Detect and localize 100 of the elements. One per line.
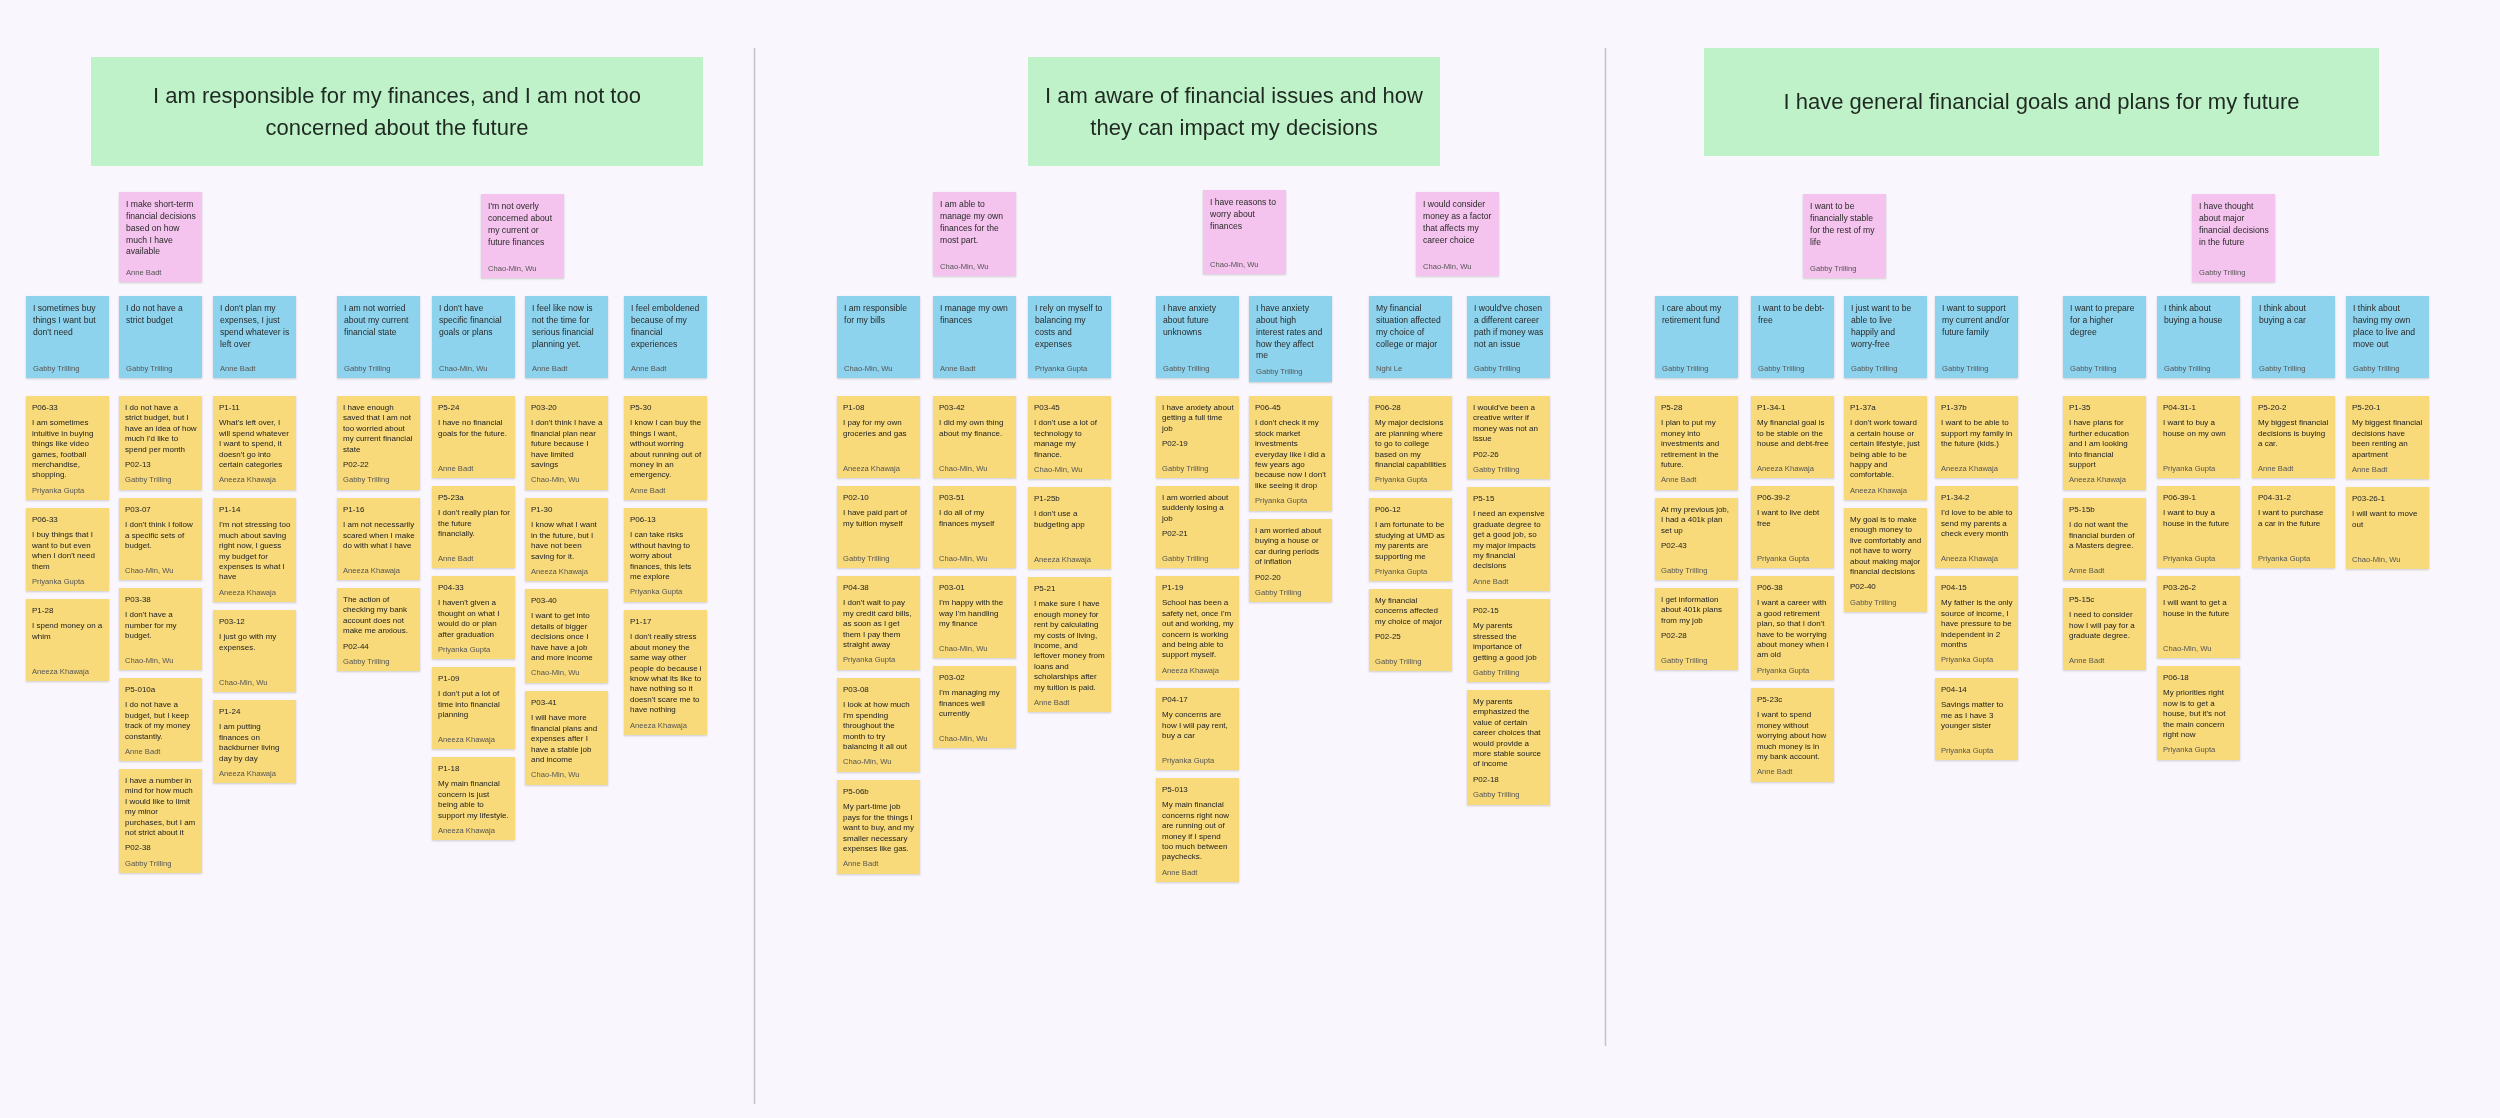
note-text: P02-19 xyxy=(1162,439,1188,450)
note-text: I just want to be able to live happily and worry-free xyxy=(1851,303,1913,351)
sticky-note xyxy=(2252,296,2335,378)
sticky-note xyxy=(1028,396,1111,480)
sticky-note xyxy=(1655,588,1738,670)
note-text: P5-06b xyxy=(843,787,869,798)
sticky-note xyxy=(119,192,202,282)
note-text: I will want to move out xyxy=(2352,509,2419,531)
sticky-note xyxy=(2192,194,2275,282)
sticky-note xyxy=(119,588,202,670)
note-text: P02-28 xyxy=(1661,631,1687,642)
note-text: I buy things that I want to but even when I don't need them xyxy=(32,530,96,572)
note-text: P04-31-2 xyxy=(2258,493,2291,504)
note-text: I can take risks without having to worry about finances, this lets me explore xyxy=(630,530,693,583)
note-text: P06-12 xyxy=(1375,505,1401,516)
sticky-note xyxy=(2346,487,2429,569)
sticky-note xyxy=(119,498,202,580)
note-text: P04-33 xyxy=(438,583,464,594)
note-text: I don't have specific financial goals or plans xyxy=(439,303,503,339)
note-text: P1-34-2 xyxy=(1941,493,1970,504)
note-text: I don't use a budgeting app xyxy=(1034,509,1086,531)
sticky-note xyxy=(1844,296,1927,378)
note-text: P04-38 xyxy=(843,583,869,594)
note-text: I spend money on a whim xyxy=(32,621,104,643)
note-text: I pay for my own groceries and gas xyxy=(843,418,908,440)
note-text: P06-28 xyxy=(1375,403,1401,414)
note-text: I have enough saved that I am not too worried about my current financial state xyxy=(343,403,414,455)
note-text: I want to spend money without worrying about how much money is in my bank account. xyxy=(1757,710,1828,763)
note-text: P06-45 xyxy=(1255,403,1281,414)
note-text: P03-42 xyxy=(939,403,965,414)
note-text: I have anxiety about high interest rates and how they affect me xyxy=(1256,303,1324,363)
note-text: I'd love to be able to send my parents a check every month xyxy=(1941,508,2013,540)
note-text: P1-37a xyxy=(1850,403,1876,414)
note-text: I don't put a lot of time into financial planning xyxy=(438,689,501,721)
sticky-note xyxy=(2157,486,2240,568)
note-text: P02-26 xyxy=(1473,449,1499,460)
note-text: P5-15 xyxy=(1473,494,1495,505)
sticky-note xyxy=(2252,486,2335,568)
sticky-note xyxy=(624,508,707,602)
sticky-note xyxy=(1467,690,1550,805)
sticky-note xyxy=(337,588,420,672)
sticky-note xyxy=(26,508,109,592)
note-text: I don't think I follow a specific sets of budget. xyxy=(125,520,194,552)
sticky-note xyxy=(1844,508,1927,613)
sticky-note xyxy=(525,498,608,582)
sticky-note xyxy=(1751,396,1834,478)
note-text: I am worried about suddenly losing a job xyxy=(1162,493,1230,525)
note-text: P1-11 xyxy=(219,403,240,414)
note-text: P04-15 xyxy=(1941,583,1967,594)
sticky-note xyxy=(837,678,920,772)
sticky-note xyxy=(837,780,920,874)
note-text: I will have more financial plans and expenses after I have a stable job and income xyxy=(531,713,599,766)
note-text: I am sometimes intuitive in buying things like video games, football merchandise, shopping. xyxy=(32,418,95,481)
note-text: P5-30 xyxy=(630,403,652,414)
note-text: P06-33 xyxy=(32,515,58,526)
note-text: P03-40 xyxy=(531,596,557,607)
note-text: P06-13 xyxy=(630,515,656,526)
sticky-note xyxy=(1156,576,1239,681)
note-text: P06-39-1 xyxy=(2163,493,2196,504)
note-text: I don't use a lot of technology to manage my finance. xyxy=(1034,418,1098,460)
note-text: I want to purchase a car in the future xyxy=(2258,508,2325,530)
note-text: P02-15 xyxy=(1473,606,1499,617)
note-text: P1-17 xyxy=(630,617,652,628)
note-text: I do not want the financial burden of a Masters degree. xyxy=(2069,520,2136,552)
note-text: P03-45 xyxy=(1034,403,1060,414)
sticky-note xyxy=(1751,486,1834,568)
heading-text: I have general financial goals and plans for my future xyxy=(1783,88,2300,117)
note-text: I look at how much I'm spending throughout the month to try balancing it all out xyxy=(843,700,911,753)
note-text: My biggest financial decisions have been renting an apartment xyxy=(2352,418,2424,460)
sticky-note xyxy=(432,667,515,749)
note-text: I have reasons to worry about finances xyxy=(1210,197,1277,233)
note-text: P5-21 xyxy=(1034,584,1056,595)
sticky-note xyxy=(1935,678,2018,760)
note-text: My financial goal is to be stable on the house and debt-free xyxy=(1757,418,1829,450)
note-text: P5-20-1 xyxy=(2352,403,2381,414)
sticky-note xyxy=(337,396,420,490)
note-text: P5-20-2 xyxy=(2258,403,2287,414)
note-text: P02-25 xyxy=(1375,632,1401,643)
note-text: P04-31-1 xyxy=(2163,403,2196,414)
note-text: My concerns are how I will pay rent, buy a car xyxy=(1162,710,1229,742)
note-text: I'm managing my finances well currently xyxy=(939,688,1001,720)
note-text: P04-14 xyxy=(1941,685,1967,696)
note-text: I think about buying a car xyxy=(2259,303,2307,327)
sticky-note xyxy=(1935,296,2018,378)
note-text: I want to get into details of bigger decisions once I have have a job and more income xyxy=(531,611,594,664)
note-text: I have thought about major financial decisions in the future xyxy=(2199,201,2269,249)
note-text: P1-09 xyxy=(438,674,460,685)
note-text: P1-18 xyxy=(438,764,460,775)
sticky-note xyxy=(2157,576,2240,658)
note-text: I need an expensive graduate degree to get a good job, so my major impacts my financial decisions xyxy=(1473,509,1545,572)
note-text: P03-26-2 xyxy=(2163,583,2196,594)
note-text: I feel like now is not the time for serious financial planning yet. xyxy=(532,303,595,351)
sticky-note xyxy=(1751,688,1834,782)
sticky-note xyxy=(119,396,202,490)
note-text: P02-22 xyxy=(343,459,369,471)
note-text: I sometimes buy things I want but don't need xyxy=(33,303,97,339)
note-text: What's left over, I will spend whatever I want to spend, it doesn't go into certain categories xyxy=(219,418,290,471)
note-text: P06-38 xyxy=(1757,583,1783,594)
sticky-note xyxy=(1028,487,1111,569)
sticky-note xyxy=(2346,296,2429,378)
